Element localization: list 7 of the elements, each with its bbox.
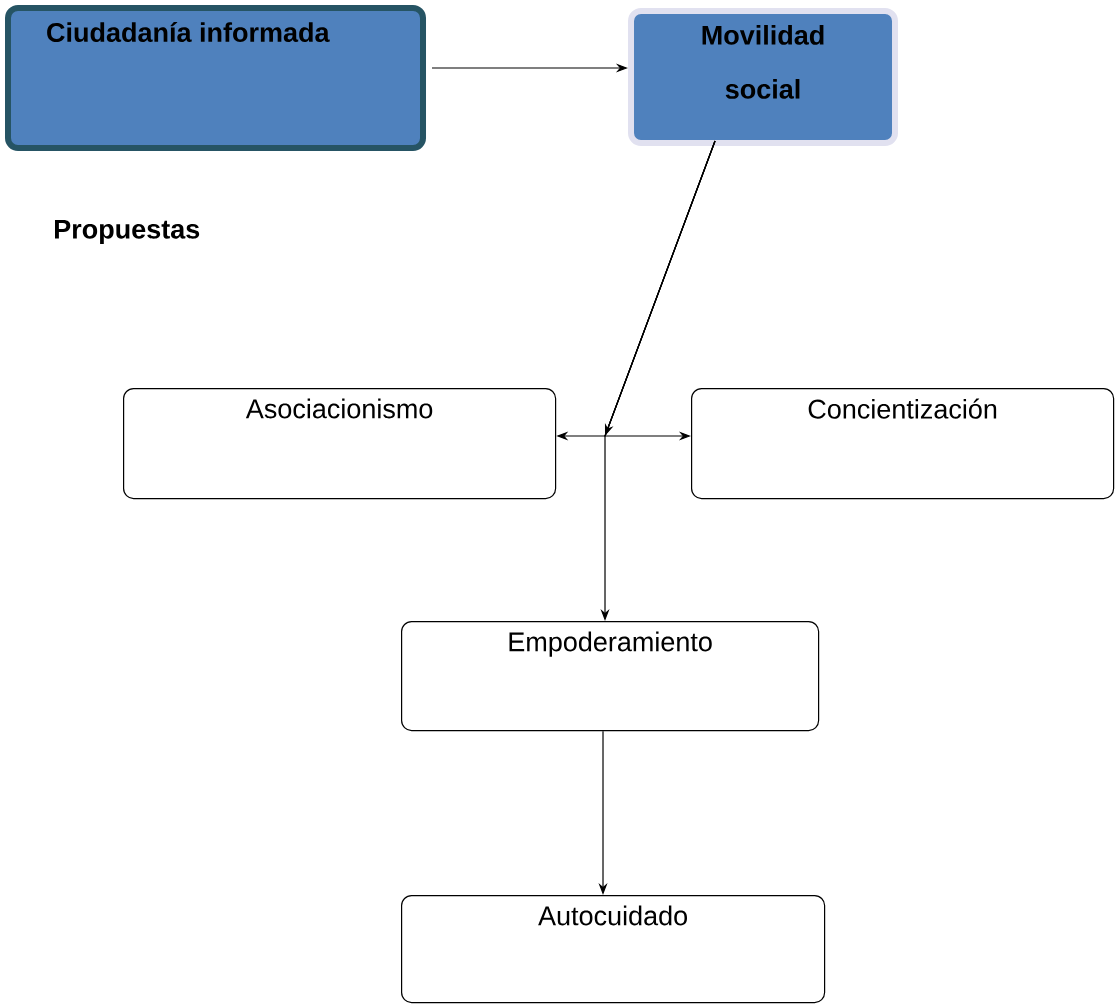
heading-box: Ciudadanía informada [5,5,426,151]
process-box: Asociacionismo [123,388,557,500]
heading-box: Movilidad social [628,8,898,146]
process-box: Empoderamiento [401,621,820,732]
process-box: Autocuidado [401,895,826,1004]
section-heading: Propuestas [55,219,200,245]
process-box: Concientización [691,388,1115,500]
